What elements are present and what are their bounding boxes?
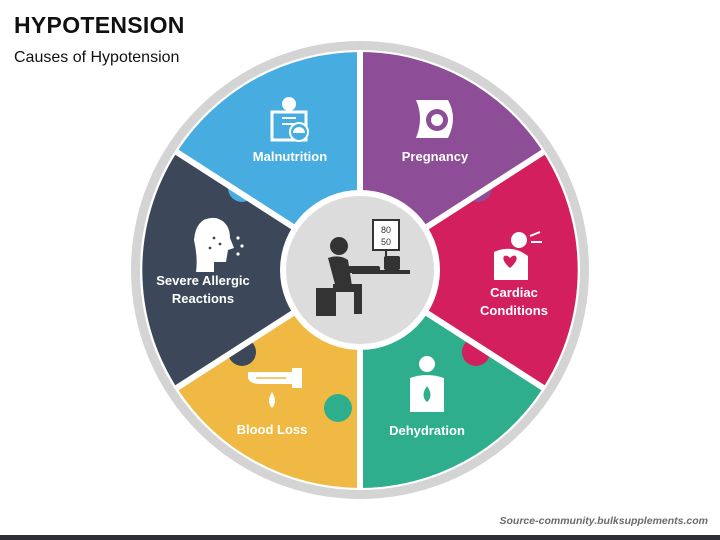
segment-label-malnutrition: Malnutrition (253, 149, 327, 164)
segment-cardiac (360, 152, 578, 388)
sneezing-head-icon (194, 217, 244, 272)
heart-attack-icon (494, 231, 542, 280)
bp-diastolic-value: 50 (381, 237, 391, 247)
dehydration-icon (410, 356, 444, 412)
pregnancy-icon (416, 100, 453, 138)
bottom-bar (0, 535, 720, 540)
segment-allergic (142, 152, 360, 388)
segment-label-allergic-line1: Severe Allergic (156, 273, 249, 288)
puzzle-tab (324, 394, 352, 422)
segment-label-cardiac-line1: Cardiac (490, 285, 538, 300)
page-subtitle: Causes of Hypotension (14, 49, 180, 66)
segment-label-dehydration: Dehydration (389, 423, 465, 438)
bleeding-hand-icon (248, 368, 302, 408)
segment-label-cardiac-line2: Conditions (480, 303, 548, 318)
puzzle-tab (462, 338, 490, 366)
page-title: HYPOTENSION (14, 12, 185, 38)
puzzle-tab (368, 114, 396, 142)
source-credit: Source-community.bulksupplements.com (499, 515, 708, 527)
bp-systolic-value: 80 (381, 225, 391, 235)
puzzle-tab (228, 174, 256, 202)
blood-pressure-patient-icon: 80 50 (316, 219, 410, 316)
malnutrition-icon (270, 97, 309, 142)
puzzle-tab (228, 338, 256, 366)
puzzle-tab (464, 174, 492, 202)
segment-label-pregnancy: Pregnancy (402, 149, 469, 164)
segment-label-allergic-line2: Reactions (172, 291, 234, 306)
segment-label-blood-loss: Blood Loss (237, 422, 308, 437)
